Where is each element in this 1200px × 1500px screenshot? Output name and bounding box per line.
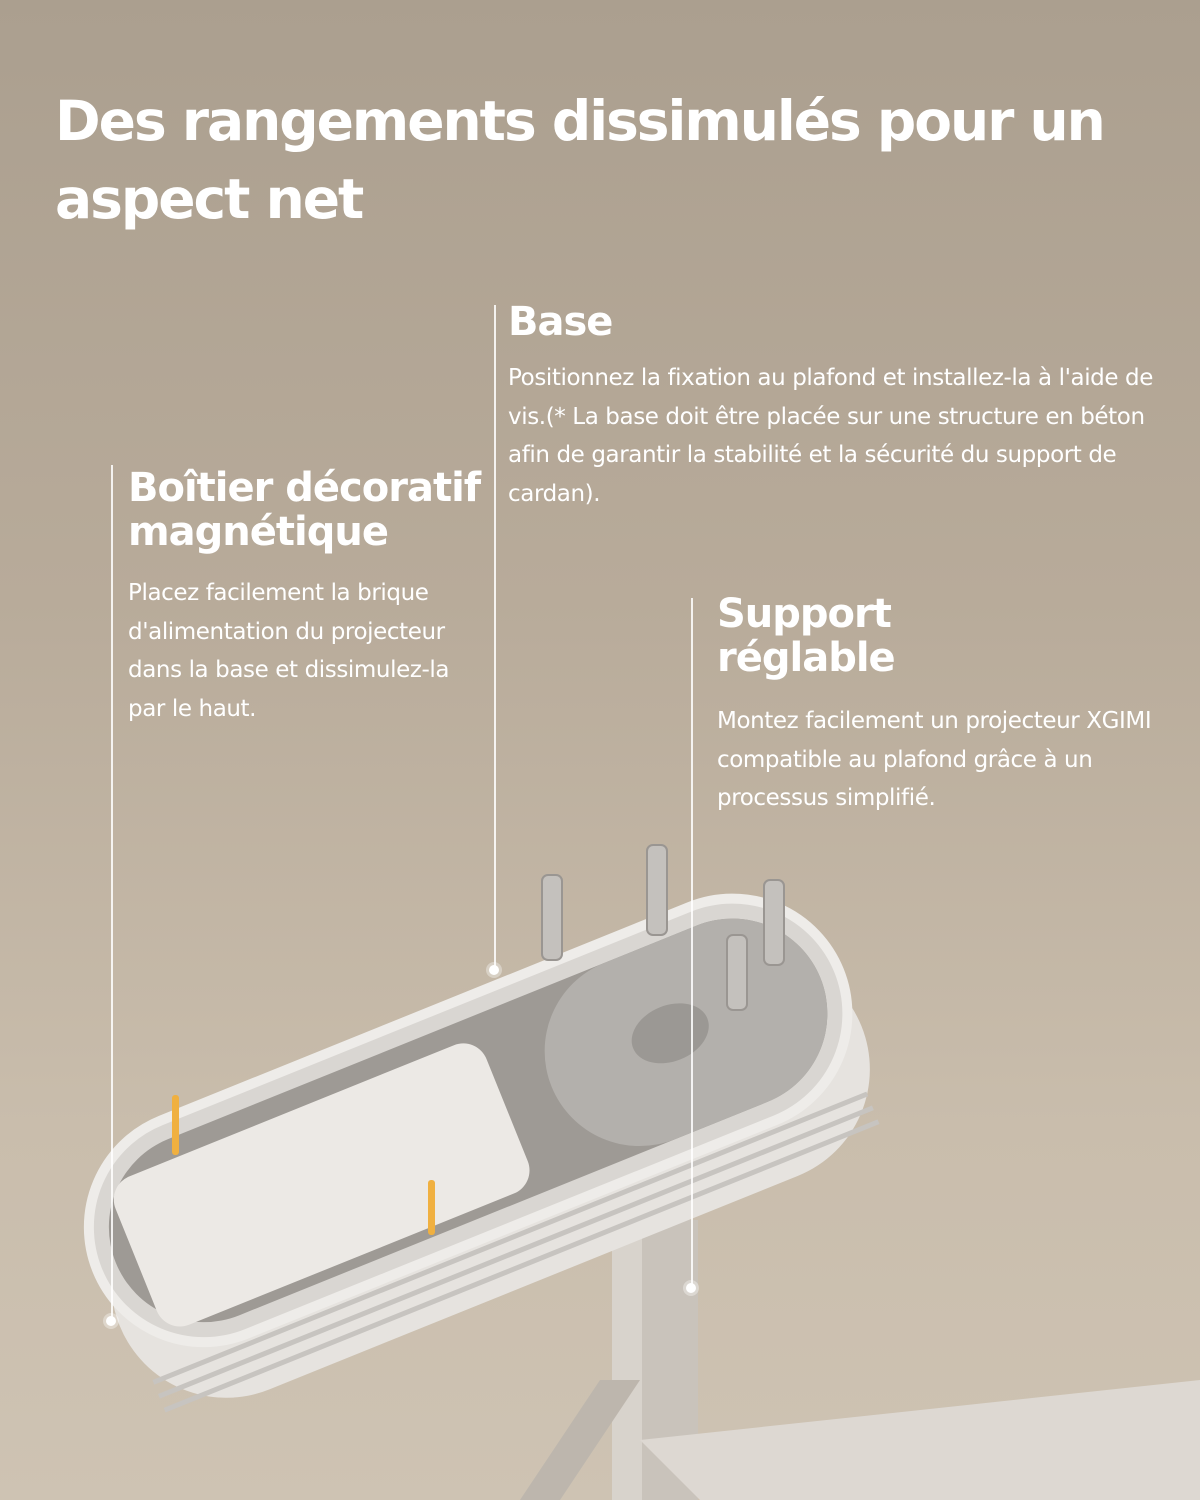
boitier-text: Placez facilement la brique d'alimentati… xyxy=(128,580,450,722)
cable-hole xyxy=(631,1003,709,1064)
callout-line-support xyxy=(691,598,693,1288)
base-text: Positionnez la fixation au plafond et in… xyxy=(508,365,1153,507)
power-brick xyxy=(113,1043,530,1327)
projector-plate xyxy=(640,1380,1200,1500)
callout-dot-boitier xyxy=(106,1316,116,1326)
mount-arm xyxy=(520,1380,640,1500)
support-heading: Support réglable xyxy=(717,591,896,681)
wall-anchors xyxy=(541,844,785,1011)
callout-line-base xyxy=(494,305,496,970)
base-heading: Base xyxy=(508,299,613,345)
screws xyxy=(172,1095,435,1235)
support-text: Montez facilement un projecteur XGIMI co… xyxy=(717,708,1152,811)
callout-dot-base xyxy=(489,965,499,975)
page-title: Des rangements dissimulés pour un aspect… xyxy=(55,89,1106,231)
callout-line-boitier xyxy=(111,465,113,1320)
callout-dot-support xyxy=(686,1283,696,1293)
boitier-heading: Boîtier décoratif magnétique xyxy=(128,465,481,555)
